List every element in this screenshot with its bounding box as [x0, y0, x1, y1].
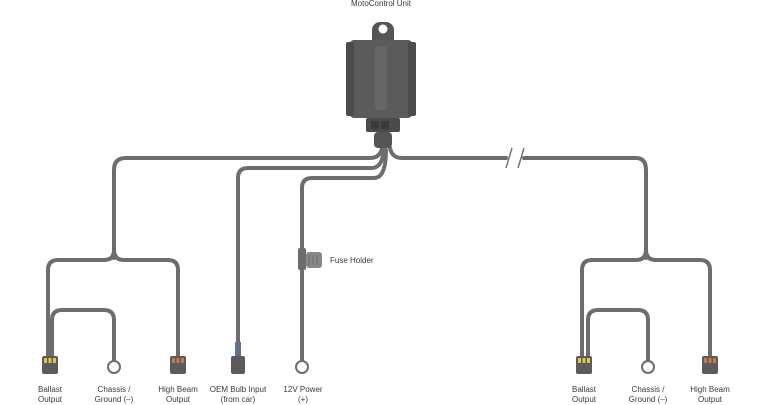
wire-right-branch	[580, 248, 648, 360]
wire-right-highbeam	[644, 248, 712, 360]
oem-bulb-connector-icon	[231, 342, 245, 374]
wire-right-main	[388, 146, 508, 160]
wire-left-highbeam	[112, 248, 180, 360]
right-ballast-connector-icon	[576, 356, 592, 374]
left-ground-ring-icon	[107, 354, 121, 374]
wire-break-icon	[505, 147, 525, 169]
power-label: 12V Power(+)	[283, 385, 323, 404]
wire-right-ground	[586, 308, 650, 360]
fuse-holder-label: Fuse Holder	[330, 256, 374, 265]
wire-left-branch	[46, 248, 116, 360]
power-ring-icon	[295, 354, 309, 374]
left-ballast-connector-icon	[42, 356, 58, 374]
wire-power	[300, 148, 388, 360]
right-chassis-label: Chassis /Ground (–)	[628, 385, 668, 404]
wire-oem	[236, 148, 386, 360]
oem-bulb-label: OEM Bulb Input(from car)	[209, 385, 267, 404]
page-title: MotoControl Unit	[350, 0, 412, 8]
wire-left-main	[112, 146, 384, 260]
wire-right-main-2	[522, 156, 648, 260]
left-highbeam-connector-icon	[170, 356, 186, 374]
wire-left-ground	[50, 308, 116, 360]
fuse-holder-icon	[298, 248, 322, 270]
left-chassis-label: Chassis /Ground (–)	[94, 385, 134, 404]
right-highbeam-connector-icon	[702, 356, 718, 374]
control-unit-icon	[346, 22, 416, 148]
right-ground-ring-icon	[641, 354, 655, 374]
